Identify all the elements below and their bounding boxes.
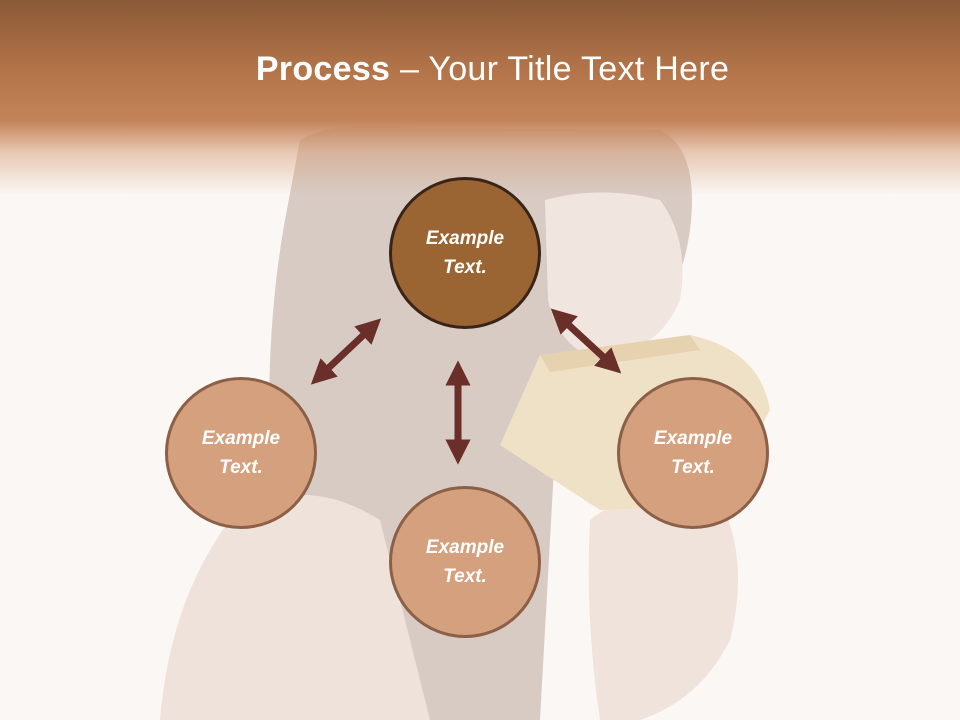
title-bold: Process <box>255 50 391 88</box>
node-left-line2: Text. <box>219 457 263 478</box>
title-rest: – Your Title Text Here <box>390 50 730 88</box>
node-left-line1: Example <box>201 428 281 449</box>
node-bottom: Example Text. <box>389 486 541 638</box>
node-left: Example Text. <box>165 377 317 529</box>
header-band <box>0 0 960 195</box>
node-right: Example Text. <box>617 377 769 529</box>
node-top-line1: Example <box>425 228 505 249</box>
node-right-line2: Text. <box>671 457 715 478</box>
node-bottom-line2: Text. <box>443 566 487 587</box>
arrow-top-right <box>550 308 622 374</box>
node-top: Example Text. <box>389 177 541 329</box>
node-right-line1: Example <box>653 428 733 449</box>
node-bottom-line1: Example <box>425 537 505 558</box>
arrow-top-left <box>310 318 382 385</box>
slide-title: Process – Your Title Text Here <box>0 50 960 89</box>
node-top-line2: Text. <box>443 257 487 278</box>
